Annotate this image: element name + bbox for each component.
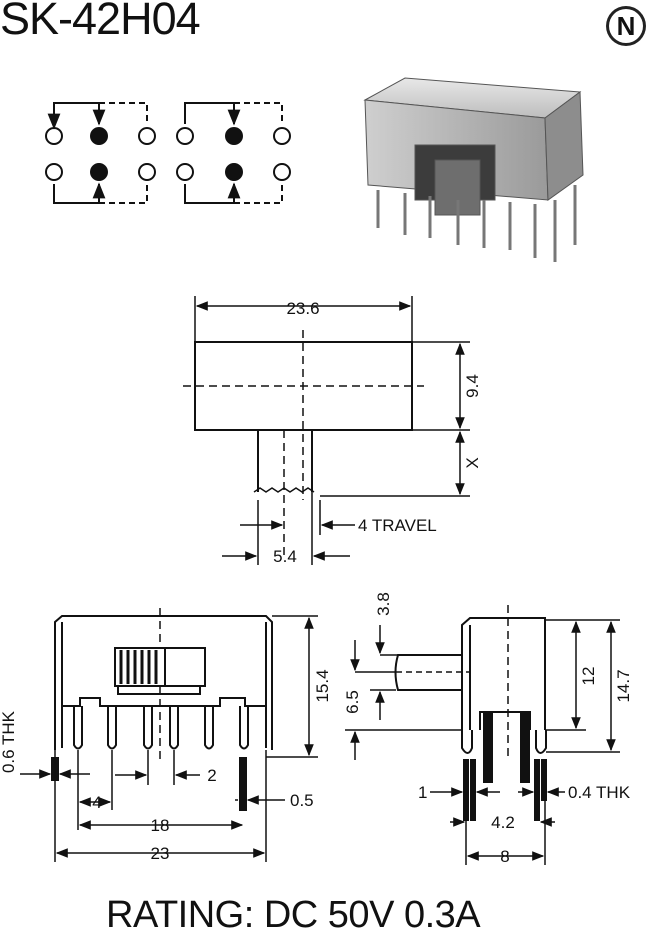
- side-view: [345, 605, 620, 865]
- brand-logo: N: [606, 6, 646, 46]
- top-view-actuator: [257, 430, 313, 492]
- dim-pin-pitch: 2: [207, 766, 216, 785]
- dim-side-4-2: 4.2: [491, 813, 515, 832]
- dim-side-thk: 0.4 THK: [568, 783, 631, 802]
- switch-photo: [363, 77, 584, 262]
- dim-height-top: 9.4: [463, 374, 482, 398]
- dim-width-top: 23.6: [286, 299, 319, 318]
- dim-side-8: 8: [500, 847, 509, 866]
- dim-travel: 4 TRAVEL: [358, 516, 437, 535]
- dim-knob-height: 3.8: [374, 592, 393, 616]
- dim-actuator-width: 5.4: [273, 547, 297, 566]
- front-view: [20, 608, 318, 862]
- dim-front-height: 15.4: [313, 669, 332, 702]
- dim-side-height-total: 14.7: [614, 669, 633, 702]
- side-view-body: [461, 617, 546, 730]
- dim-pin-width: 0.5: [290, 791, 314, 810]
- logo-letter: N: [617, 11, 636, 41]
- dim-side-height-inner: 12: [579, 667, 598, 686]
- top-view: [183, 296, 470, 565]
- front-view-frame: [54, 615, 273, 750]
- dim-pin-span-18: 18: [151, 816, 170, 835]
- schematic-pole-2: [176, 102, 291, 204]
- front-view-pins: [51, 706, 249, 811]
- dim-pin-span-4: 4: [92, 793, 101, 812]
- circuit-schematic: [45, 102, 291, 204]
- product-title: SK-42H04: [0, 0, 201, 44]
- dim-actuator-x: X: [463, 457, 482, 468]
- dim-side-pin: 1: [418, 783, 427, 802]
- rating-label: RATING: DC 50V 0.3A: [106, 894, 481, 936]
- schematic-pole-1: [45, 102, 156, 204]
- dim-knob-offset: 6.5: [343, 690, 362, 714]
- dim-pin-thk-left: 0.6 THK: [0, 710, 18, 773]
- dim-overall-width: 23: [151, 844, 170, 863]
